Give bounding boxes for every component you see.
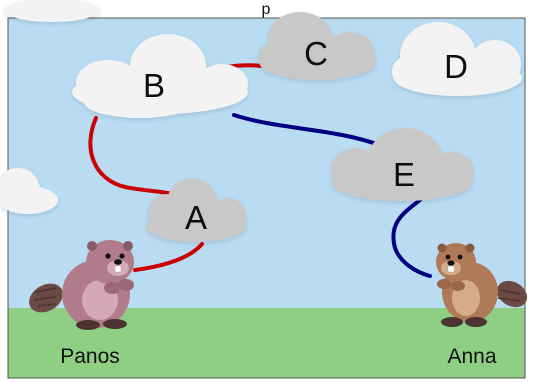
- cloud-c: C: [258, 12, 376, 80]
- person-label-panos: Panos: [60, 345, 120, 368]
- cloud-c-shape: [258, 12, 376, 80]
- decorative-cloud-top-left: [4, 0, 100, 22]
- header-fragment: p: [262, 1, 271, 18]
- connection-e-anna: [391, 198, 432, 278]
- beaver-anna: [436, 243, 528, 327]
- cloud-b-shape: [72, 34, 248, 118]
- cloud-d-shape: [392, 22, 522, 96]
- person-label-anna: Anna: [447, 345, 496, 368]
- cloud-b: B: [72, 34, 248, 118]
- connection-a-b: [88, 116, 180, 198]
- connection-panos-a: [133, 242, 204, 272]
- cloud-d: D: [392, 22, 522, 96]
- cloud-a-label: A: [185, 199, 207, 236]
- cloud-b-label: B: [143, 67, 165, 104]
- cloud-a-shape: [146, 178, 246, 242]
- cloud-e: E: [331, 128, 474, 201]
- beaver-panos: [29, 240, 134, 330]
- cloud-a: A: [146, 178, 246, 242]
- connection-b-e: [232, 113, 384, 148]
- cloud-e-shape: [331, 128, 474, 201]
- cloud-e-label: E: [393, 156, 415, 193]
- cloud-d-label: D: [444, 48, 468, 85]
- cloud-c-label: C: [304, 35, 328, 72]
- decorative-cloud-left-edge: [0, 168, 58, 214]
